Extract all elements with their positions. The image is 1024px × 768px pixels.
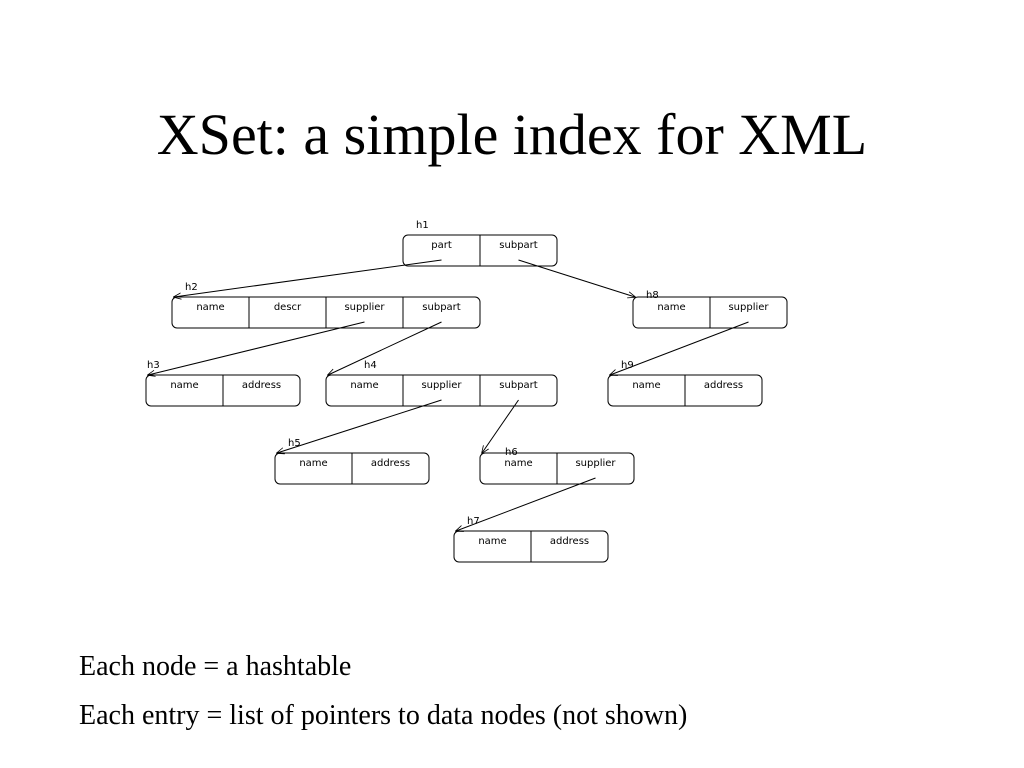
hashtable-node-h7: name address h7 [453,516,609,563]
node-entry-address: address [550,536,589,547]
node-label: h6 [505,447,518,458]
node-entry-descr: descr [274,302,302,313]
pointer-edge-h4-h6 [482,399,519,453]
hashtable-node-h9: name address h9 [607,360,763,407]
node-entry-subpart: subpart [499,240,537,251]
node-box [325,374,558,407]
node-entry-subpart: subpart [499,380,537,391]
node-entry-name: name [170,380,198,391]
hashtable-node-h3: name address h3 [145,360,301,407]
hashtable-node-h5: name address h5 [274,438,430,485]
node-entry-name: name [657,302,685,313]
pointer-edge-h2-h3 [148,321,365,375]
node-label: h1 [416,220,429,231]
node-entry-name: name [504,458,532,469]
slide-title: XSet: a simple index for XML [156,102,868,167]
node-entry-name: name [632,380,660,391]
node-label: h3 [147,360,160,371]
node-entry-address: address [704,380,743,391]
node-entry-name: name [299,458,327,469]
node-label: h9 [621,360,634,371]
node-entry-address: address [242,380,281,391]
pointer-edge-h6-h7 [456,477,596,531]
node-label: h4 [364,360,377,371]
bullet-hashtable: Each node = a hashtable [79,651,352,682]
node-entry-name: name [196,302,224,313]
pointer-edge-h4-h5 [277,399,442,453]
pointer-edge-h2-h4 [328,321,442,375]
node-entry-supplier: supplier [728,302,769,313]
node-label: h7 [467,516,480,527]
pointer-edge-h8-h9 [610,321,749,375]
hashtable-node-h1: part subpart h1 [402,220,558,267]
pointer-edge-h1-h8 [518,259,636,297]
node-label: h8 [646,290,659,301]
node-label: h5 [288,438,301,449]
node-entry-part: part [431,240,452,251]
node-entry-address: address [371,458,410,469]
node-entry-name: name [350,380,378,391]
hashtable-node-h4: name supplier subpart h4 [325,360,558,407]
node-entry-subpart: subpart [422,302,460,313]
hashtable-node-h8: name supplier h8 [632,290,788,329]
hashtable-node-h6: name supplier h6 [479,447,635,485]
hashtable-node-h2: name descr supplier subpart h2 [171,282,481,329]
bullet-entry-pointers: Each entry = list of pointers to data no… [79,700,688,731]
bullet-list: Each node = a hashtable Each entry = lis… [79,642,687,740]
node-entry-supplier: supplier [575,458,616,469]
node-entry-supplier: supplier [344,302,385,313]
node-entry-name: name [478,536,506,547]
node-entry-supplier: supplier [421,380,462,391]
node-label: h2 [185,282,198,293]
pointer-edge-h1-h2 [174,259,442,297]
